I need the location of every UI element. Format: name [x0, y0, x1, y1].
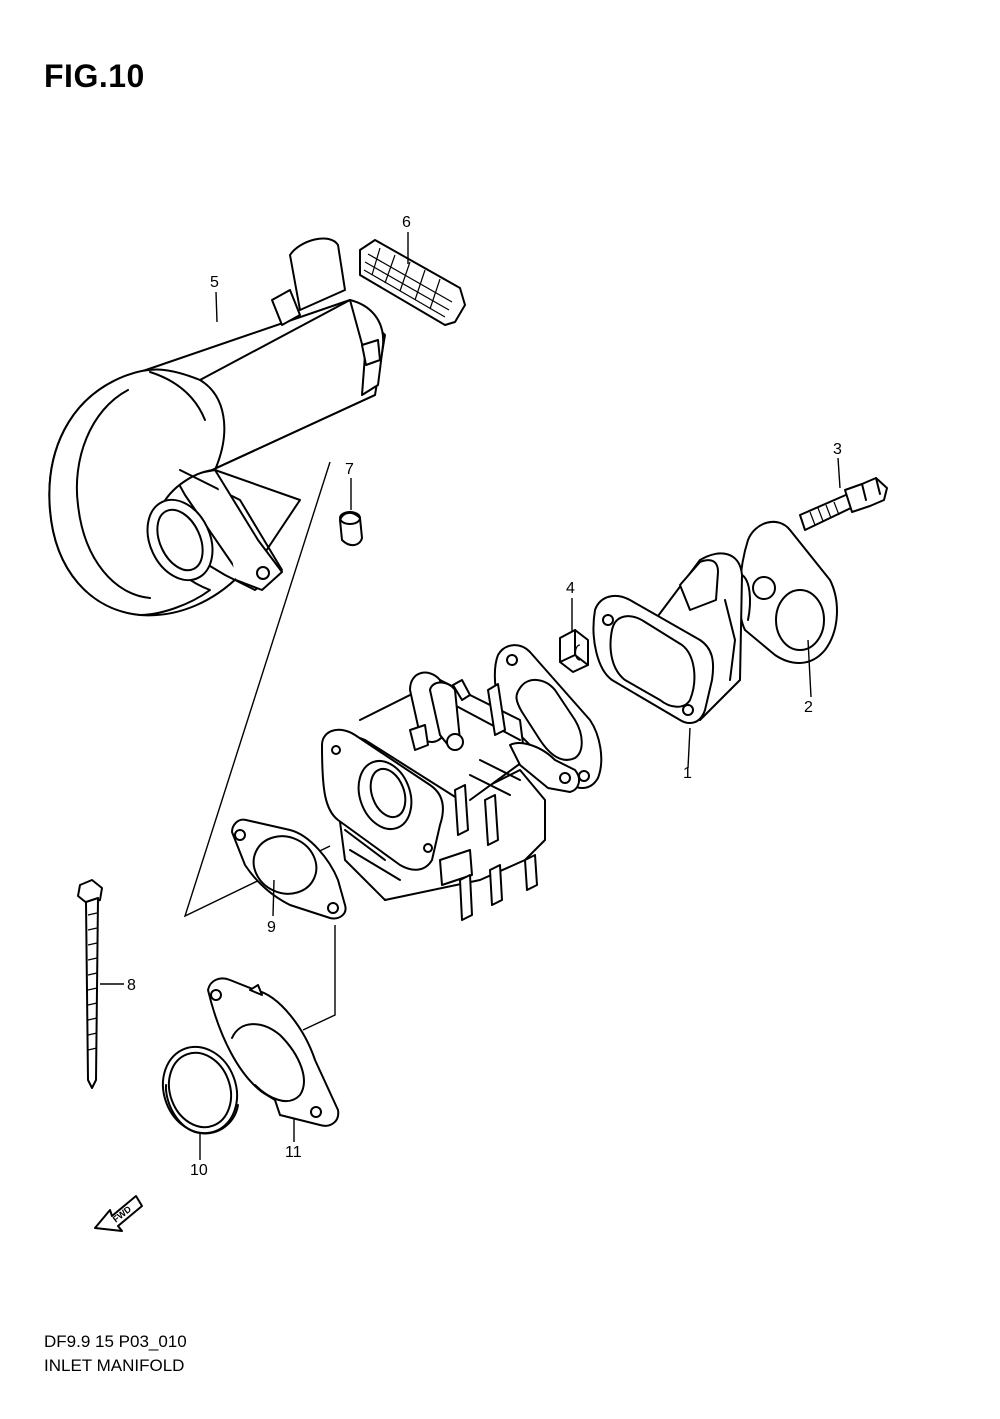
callout-4: 4	[566, 580, 575, 597]
figure-code: DF9.9 15 P03_010	[44, 1332, 187, 1351]
part-ring[interactable]	[151, 1036, 249, 1143]
figure-title: FIG.10	[44, 58, 145, 94]
part-carburetor[interactable]	[321, 671, 581, 921]
figure-footer: DF9.9 15 P03_010 INLET MANIFOLD	[44, 1330, 187, 1378]
callout-1: 1	[683, 765, 692, 782]
fwd-direction-indicator: FWD	[94, 1195, 143, 1232]
forward-arrow-icon	[94, 1195, 143, 1232]
part-screen[interactable]	[359, 239, 466, 326]
callout-11: 11	[285, 1144, 302, 1161]
part-plug[interactable]	[339, 511, 363, 546]
leader-bracket	[302, 925, 336, 1031]
part-gasket-front[interactable]	[231, 818, 347, 920]
callout-9: 9	[267, 919, 276, 936]
callout-8: 8	[127, 977, 136, 994]
callout-5: 5	[210, 274, 219, 291]
callout-10: 10	[190, 1162, 208, 1179]
part-bolt[interactable]	[799, 477, 888, 531]
part-cable-tie[interactable]	[77, 879, 103, 1089]
part-gasket-rear[interactable]	[738, 520, 838, 664]
part-silencer[interactable]	[48, 237, 386, 617]
part-inlet-manifold[interactable]	[592, 552, 751, 724]
callout-3: 3	[833, 441, 842, 458]
part-gasket-lower[interactable]	[207, 977, 340, 1127]
part-clip[interactable]	[559, 629, 589, 673]
callout-7: 7	[345, 461, 354, 478]
figure-name: INLET MANIFOLD	[44, 1356, 185, 1375]
callout-6: 6	[402, 214, 411, 231]
callout-2: 2	[804, 699, 813, 716]
